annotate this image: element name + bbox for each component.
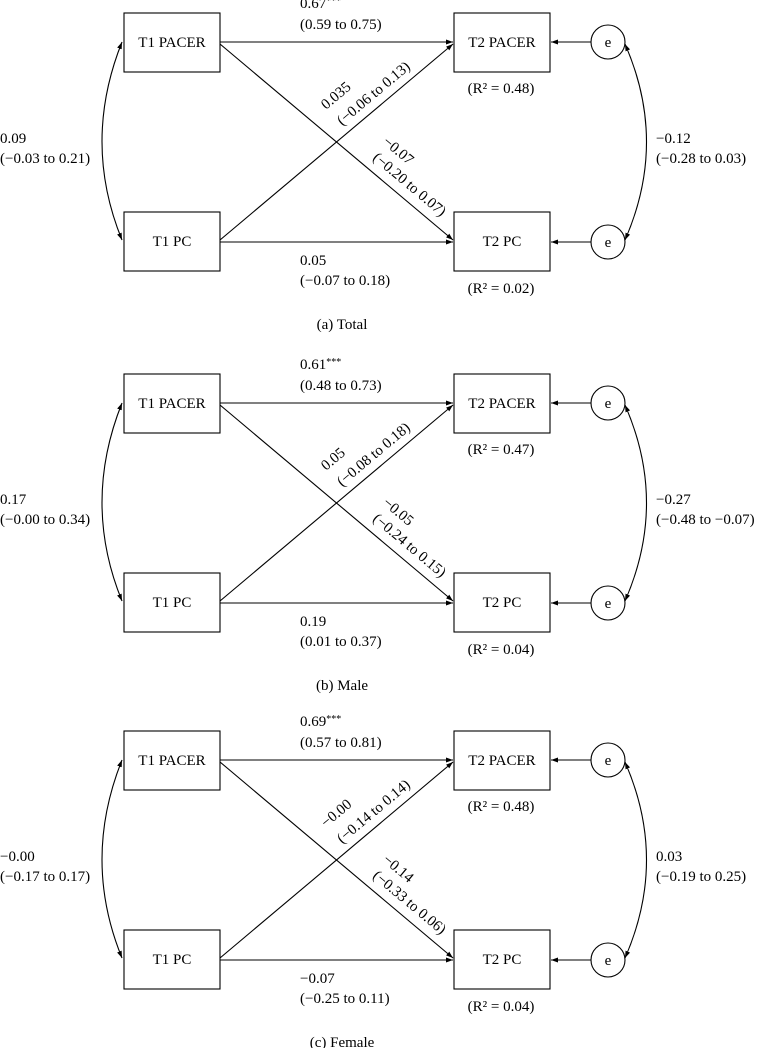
auto-pc-ci: (−0.07 to 0.18) [300,273,390,289]
auto-pacer-ci: (0.48 to 0.73) [300,378,382,394]
t2-pc-r-squared: (R² = 0.04) [468,999,535,1015]
t1-covariance-ci: (−0.17 to 0.17) [0,869,90,885]
auto-pc-ci: (0.01 to 0.37) [300,634,382,650]
error-covariance-ci: (−0.19 to 0.25) [656,869,746,885]
panel-female: T1 PACER T1 PC T2 PACER T2 PC e e 0.69*** (0.57… [0,714,746,1048]
auto-pacer-significance: *** [326,0,341,7]
panel-male: T1 PACER T1 PC T2 PACER T2 PC e e 0.61*** (0.48… [0,357,755,694]
error-covariance-curve [624,43,647,241]
t1-pc-box [123,929,221,990]
panel-caption: (c) Female [310,1035,375,1048]
t1-pc-label: T1 PC [153,952,192,968]
cross-pacer-to-pc-arrow [219,761,454,959]
t1-pacer-box [123,12,221,73]
error-covariance-coef: −0.12 [656,131,691,147]
t2-pc-r-squared: (R² = 0.04) [468,642,535,658]
t2-pc-error-label: e [605,235,612,251]
error-covariance-curve [624,761,647,959]
t2-pc-label: T2 PC [483,234,522,250]
auto-pc-coef: −0.07 [300,971,335,987]
auto-pacer-ci: (0.57 to 0.81) [300,735,382,751]
auto-pacer-significance: *** [326,357,341,368]
auto-pc-coef: 0.05 [300,253,326,269]
t2-pacer-error-label: e [605,753,612,769]
auto-pc-coef: 0.19 [300,614,326,630]
t2-pacer-label: T2 PACER [468,396,535,412]
t2-pacer-error-label: e [605,35,612,51]
t1-covariance-coef: 0.17 [0,492,27,508]
t1-pc-box [123,211,221,272]
t2-pc-error-label: e [605,953,612,969]
t2-pc-label: T2 PC [483,952,522,968]
t2-pacer-r-squared: (R² = 0.47) [468,442,535,458]
auto-pacer-coef: 0.61*** [300,357,341,373]
cross-pacer-to-pc-arrow [219,43,454,241]
auto-pc-ci: (−0.25 to 0.11) [300,991,390,1007]
t2-pacer-r-squared: (R² = 0.48) [468,81,535,97]
t1-pc-label: T1 PC [153,595,192,611]
t2-pacer-r-squared: (R² = 0.48) [468,799,535,815]
t1-covariance-curve [101,41,123,241]
cross-pacer-to-pc-arrow [219,404,454,602]
auto-pacer-ci: (0.59 to 0.75) [300,17,382,33]
t2-pacer-box [453,373,551,434]
panel-caption: (a) Total [317,317,368,333]
auto-pacer-significance: *** [326,714,341,725]
t2-pc-error-label: e [605,596,612,612]
panel-total: T1 PACER T1 PC T2 PACER T2 PC e e 0.67*** (0.59… [0,0,746,333]
t1-pc-box [123,572,221,633]
t1-pacer-box [123,730,221,791]
t2-pacer-label: T2 PACER [468,753,535,769]
error-covariance-coef: 0.03 [656,849,682,865]
panel-caption: (b) Male [316,678,368,694]
t1-covariance-curve [101,402,123,602]
error-covariance-ci: (−0.48 to −0.07) [656,512,755,528]
t2-pc-label: T2 PC [483,595,522,611]
t2-pacer-label: T2 PACER [468,35,535,51]
error-covariance-curve [624,404,647,602]
t2-pc-r-squared: (R² = 0.02) [468,281,535,297]
t2-pc-box [453,929,551,990]
t1-covariance-curve [101,759,123,959]
error-covariance-coef: −0.27 [656,492,691,508]
t1-pacer-label: T1 PACER [138,396,205,412]
t2-pc-box [453,572,551,633]
t1-pacer-label: T1 PACER [138,753,205,769]
error-covariance-ci: (−0.28 to 0.03) [656,151,746,167]
t1-covariance-ci: (−0.03 to 0.21) [0,151,90,167]
t2-pc-box [453,211,551,272]
t1-covariance-ci: (−0.00 to 0.34) [0,512,90,528]
t1-covariance-coef: −0.00 [0,849,35,865]
t1-covariance-coef: 0.09 [0,131,26,147]
t1-pc-label: T1 PC [153,234,192,250]
t2-pacer-box [453,12,551,73]
auto-pacer-coef: 0.67*** [300,0,341,12]
auto-pacer-coef: 0.69*** [300,714,341,730]
t2-pacer-error-label: e [605,396,612,412]
t2-pacer-box [453,730,551,791]
t1-pacer-label: T1 PACER [138,35,205,51]
